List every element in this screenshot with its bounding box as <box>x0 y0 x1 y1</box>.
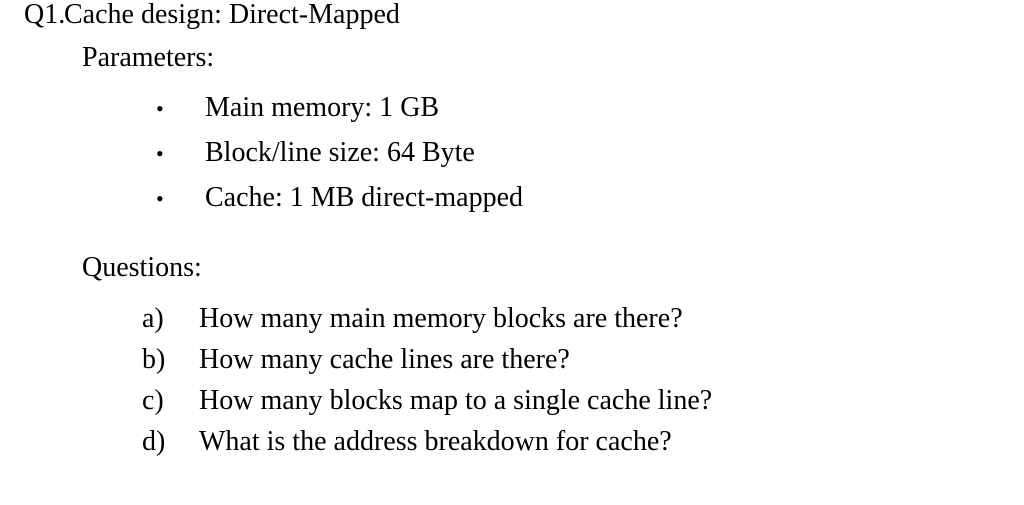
question-text: How many blocks map to a single cache li… <box>199 385 713 416</box>
questions-list: a) How many main memory blocks are there… <box>0 298 712 462</box>
question-label: d) <box>142 426 166 457</box>
bullet-icon: • <box>156 96 164 121</box>
parameters-list: • Main memory: 1 GB • Block/line size: 6… <box>0 86 523 221</box>
list-item: b) How many cache lines are there? <box>0 339 712 380</box>
question-label: b) <box>142 344 166 375</box>
parameter-text: Block/line size: 64 Byte <box>205 137 475 168</box>
question-text: How many main memory blocks are there? <box>199 303 683 334</box>
parameter-text: Main memory: 1 GB <box>205 92 440 123</box>
page-title: Cache design: Direct-Mapped <box>64 0 400 30</box>
question-title-row: Q1. Cache design: Direct-Mapped <box>0 0 1024 32</box>
bullet-icon: • <box>156 186 164 211</box>
parameters-heading: Parameters: <box>82 42 215 73</box>
list-item: • Block/line size: 64 Byte <box>0 131 523 176</box>
question-label: a) <box>142 303 164 334</box>
questions-heading: Questions: <box>82 252 202 283</box>
question-label: c) <box>142 385 164 416</box>
parameter-text: Cache: 1 MB direct-mapped <box>205 182 524 213</box>
bullet-icon: • <box>156 141 164 166</box>
list-item: a) How many main memory blocks are there… <box>0 298 712 339</box>
question-number: Q1. <box>24 0 66 30</box>
list-item: • Main memory: 1 GB <box>0 86 523 131</box>
list-item: • Cache: 1 MB direct-mapped <box>0 176 523 221</box>
question-text: How many cache lines are there? <box>199 344 570 375</box>
list-item: d) What is the address breakdown for cac… <box>0 421 712 462</box>
question-text: What is the address breakdown for cache? <box>199 426 672 457</box>
list-item: c) How many blocks map to a single cache… <box>0 380 712 421</box>
